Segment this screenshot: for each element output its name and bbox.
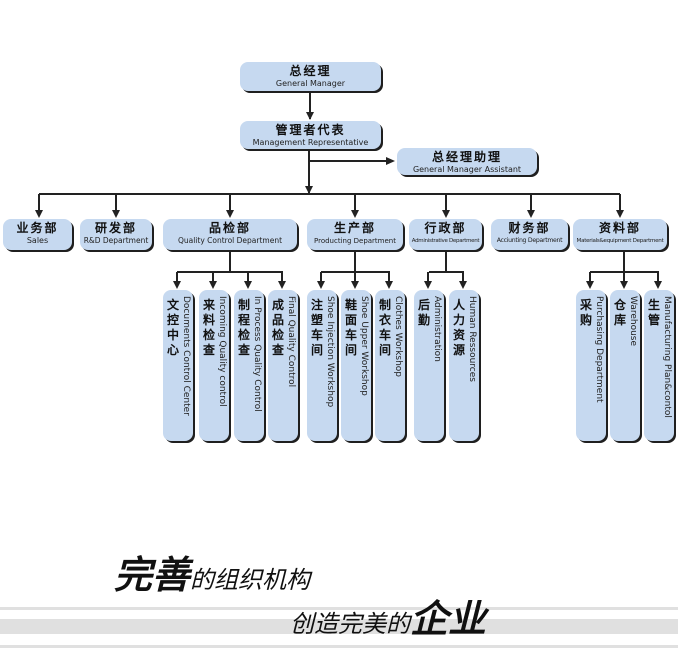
management-rep-en: Management Representative — [252, 138, 369, 147]
subunit-cn: 仓库 — [613, 298, 626, 327]
subunit-cn: 制衣车间 — [378, 298, 391, 357]
general-manager-cn: 总经理 — [289, 64, 332, 78]
subunit-en: Shoe Injection Workshop — [325, 296, 335, 408]
dept-cn: 业务部 — [16, 221, 59, 235]
dept-en: Sales — [26, 236, 49, 245]
subunit-connector-8-arrowhead — [459, 281, 467, 289]
subunit-connector-6-arrowhead — [385, 281, 393, 289]
subunit-en: Warehouse — [628, 296, 638, 347]
slogan-2-lead: 创造完美的 — [290, 610, 410, 638]
dept-connector-1-arrowhead — [112, 210, 120, 218]
slogan-1-rest: 的组织机构 — [190, 566, 311, 594]
subunit-connector-5-arrowhead — [351, 281, 359, 289]
subunit-en: Documents Control Center — [181, 296, 191, 416]
dept-en: Acciunting Department — [496, 237, 563, 244]
subunit-connector-1-arrowhead — [209, 281, 217, 289]
subunit-en: Purchasing Department — [594, 296, 604, 403]
dept-materials: 资料部 Materials&equipment Department — [573, 219, 667, 250]
dept-cn: 品检部 — [208, 221, 251, 235]
assistant-en: General Manager Assistant — [412, 165, 522, 174]
subunit-en: Incoming Quality control — [217, 296, 227, 407]
dept-connector-6-arrowhead — [616, 210, 624, 218]
subunit-en: In Process Quality Control — [252, 296, 262, 412]
subunit-connector-0-arrowhead — [173, 281, 181, 289]
dept-en: Materials&equipment Department — [576, 238, 664, 244]
decor-stripe-thin-top — [0, 607, 678, 610]
subunit-en: Clothes Workshop — [393, 296, 403, 378]
subunit-cn: 鞋面车间 — [344, 298, 357, 357]
assistant-cn: 总经理助理 — [431, 150, 502, 164]
subunit-cn: 注塑车间 — [310, 298, 323, 357]
subunit-en: Human Ressources — [467, 296, 477, 382]
subunit-en: Final Quality Control — [286, 296, 296, 388]
dept-connector-0-arrowhead — [35, 210, 43, 218]
subunit-cn: 后勤 — [417, 298, 430, 327]
subunit-cn: 生管 — [647, 298, 660, 327]
subunit-cn: 成品检查 — [271, 298, 284, 357]
subunit-connector-9-arrowhead — [586, 281, 594, 289]
decor-stripe-band — [0, 619, 678, 634]
subunit-connector-3-arrowhead — [278, 281, 286, 289]
dept-accounting: 财务部 Acciunting Department — [491, 219, 568, 250]
dept-cn: 行政部 — [424, 221, 467, 235]
subunit-en: Administration — [432, 296, 442, 362]
subunit-en: Shoe Upper Workshop — [359, 296, 369, 396]
subunit-cn: 来料检查 — [202, 298, 215, 357]
box-gm-assistant: 总经理助理 General Manager Assistant — [397, 148, 537, 175]
subunit-connector-11-arrowhead — [654, 281, 662, 289]
dept-en: Quality Control Department — [177, 236, 283, 245]
dept-cn: 资料部 — [598, 221, 641, 235]
subunit-connector-2-arrowhead — [244, 281, 252, 289]
dept-rd: 研发部 R&D Department — [80, 219, 152, 250]
management-rep-cn: 管理者代表 — [275, 123, 346, 137]
dept-en: Producting Department — [314, 237, 396, 245]
dept-connector-4-arrowhead — [442, 210, 450, 218]
subunit-cn: 人力资源 — [452, 298, 465, 357]
subunit-cn: 采购 — [579, 298, 592, 327]
general-manager-en: General Manager — [275, 79, 346, 88]
box-general-manager: 总经理 General Manager — [240, 62, 381, 91]
slogan-line-2: 创造完美的企业 — [290, 588, 486, 643]
subunit-connector-10-arrowhead — [620, 281, 628, 289]
dept-connector-5-arrowhead — [527, 210, 535, 218]
slogan-2-emphasis: 企业 — [410, 597, 487, 641]
box-management-representative: 管理者代表 Management Representative — [240, 121, 381, 149]
subunit-cn: 文控中心 — [166, 298, 179, 357]
dept-connector-2-arrowhead — [226, 210, 234, 218]
slogan-line-1: 完善的组织机构 — [114, 544, 310, 599]
subunit-connector-7-arrowhead — [424, 281, 432, 289]
decor-stripe-thin-bottom — [0, 645, 678, 648]
subunit-en: Manufacturing Plan&contol — [662, 296, 672, 418]
dept-en: R&D Department — [83, 236, 149, 245]
dept-sales: 业务部 Sales — [3, 219, 72, 250]
dept-cn: 研发部 — [94, 221, 137, 235]
dept-connector-3-arrowhead — [351, 210, 359, 218]
dept-producing: 生产部 Producting Department — [307, 219, 403, 250]
dept-cn: 生产部 — [333, 221, 376, 235]
subunit-cn: 制程检查 — [237, 298, 250, 357]
dept-cn: 财务部 — [508, 221, 551, 235]
dept-en: Administrative Department — [411, 238, 480, 244]
dept-quality-control: 品检部 Quality Control Department — [163, 219, 297, 250]
subunit-connector-4-arrowhead — [317, 281, 325, 289]
slogan-1-emphasis: 完善 — [114, 553, 191, 597]
dept-administrative: 行政部 Administrative Department — [409, 219, 482, 250]
